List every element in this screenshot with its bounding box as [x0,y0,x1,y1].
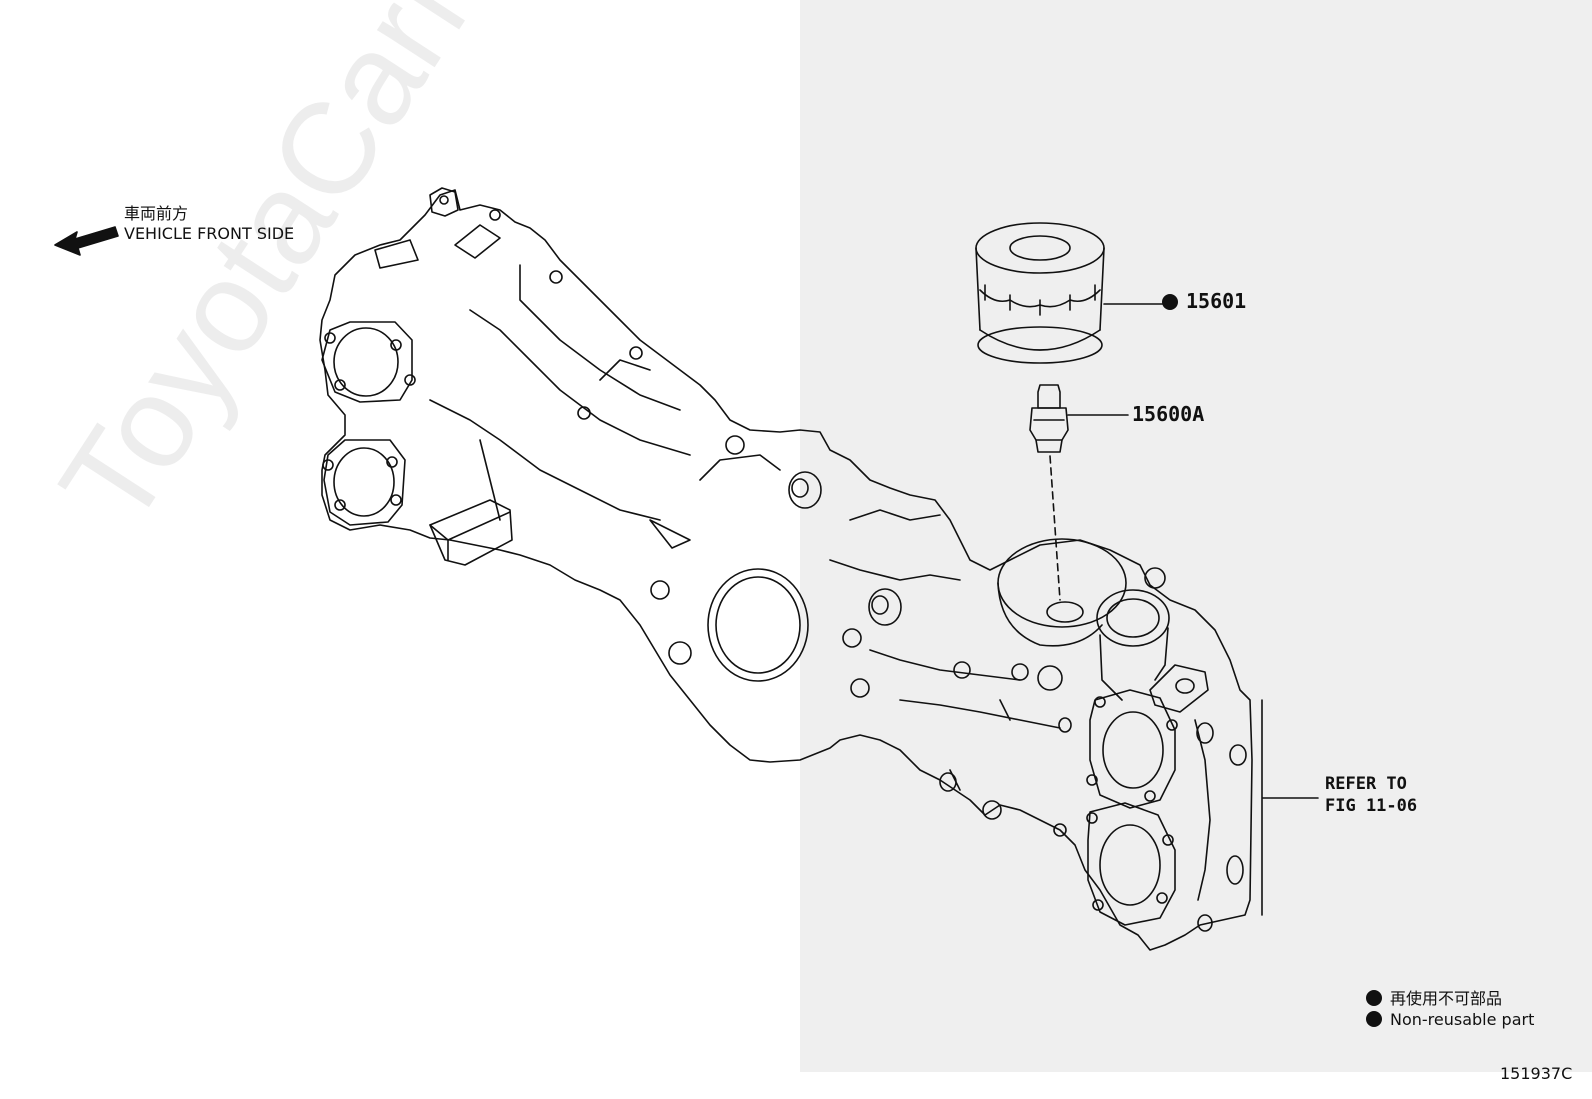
legend-non-reusable-ja: 再使用不可部品 [1366,985,1502,1009]
center-boss [868,588,902,626]
bolt-hole [386,456,398,468]
crank-seal-bore [715,576,801,674]
callout-15601-text: 15601 [1186,289,1247,313]
bolt-hole [404,374,416,386]
left-lower-port [333,447,395,517]
cover-rib [519,264,681,411]
legend-non-reusable-en: Non-reusable part [1366,1010,1534,1029]
refer-to-label-line1: REFER TO [1325,774,1407,794]
assembly-dashed-line [1049,455,1061,601]
grey-background-panel [800,0,1592,1072]
callout-15601: 15601 [1162,289,1246,313]
leader-line-refer [1261,699,1319,916]
bolt-hole [390,339,402,351]
center-boss [788,471,822,509]
legend-marker-icon [1366,990,1382,1006]
union-bolt-part [1029,384,1069,453]
callout-15600a: 15600A [1132,402,1205,426]
bolt-hole [322,459,334,471]
legend-text-en: Non-reusable part [1390,1010,1535,1029]
left-upper-flange [321,321,413,403]
bolt-hole [390,494,402,506]
right-lower-flange [1087,802,1176,926]
refer-to-label-line2: FIG 11-06 [1325,796,1418,816]
bolt-hole [324,332,336,344]
oil-filter-mount-base [997,582,1103,647]
legend-marker-icon [1366,1011,1382,1027]
legend-text-ja: 再使用不可部品 [1390,989,1503,1008]
figure-id: 151937C [1500,1064,1573,1083]
right-upper-flange [1089,689,1176,809]
top-boss [429,187,459,217]
vehicle-front-label-ja: 車両前方 [124,204,189,223]
vehicle-front-arrow-icon [54,226,119,256]
water-outlet-port [1096,589,1170,647]
bolt-hole [334,379,346,391]
non-reusable-marker-icon [1162,294,1178,310]
left-lower-flange [323,439,406,526]
outlet-bracket [1149,664,1209,713]
left-upper-port [333,327,399,397]
left-mount-block [429,499,513,566]
vehicle-front-label-en: VEHICLE FRONT SIDE [124,224,295,243]
bolt-hole [334,499,346,511]
oil-filter-part [975,222,1105,364]
